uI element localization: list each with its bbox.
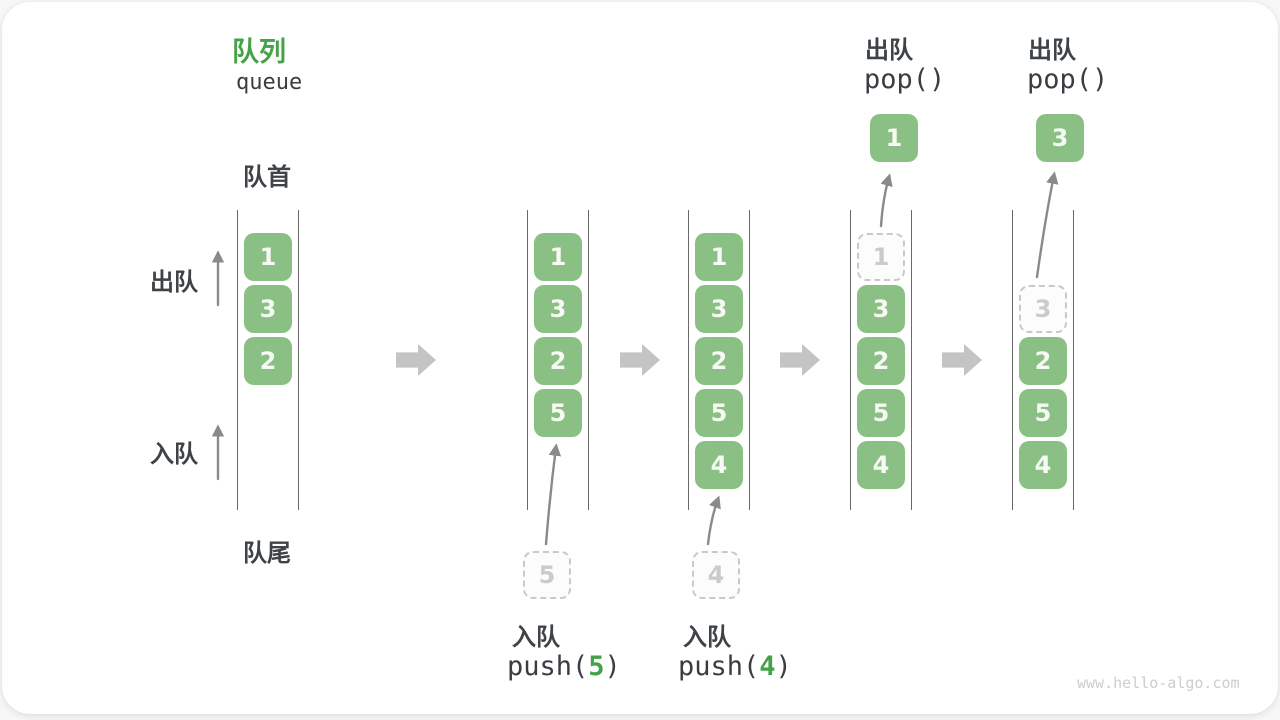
pop2-label: 出队 [1028, 36, 1076, 64]
queue-element: 1 [534, 233, 582, 281]
queue-state-5: 3 2 5 4 [1012, 210, 1074, 510]
queue-state-2: 1 3 2 5 [527, 210, 589, 510]
popped-element: 1 [870, 114, 918, 162]
queue-element: 2 [244, 337, 292, 385]
code-close: ) [775, 651, 792, 682]
label-enqueue-direction: 入队 [150, 440, 198, 468]
code-arg: 5 [588, 651, 605, 682]
label-queue-front: 队首 [243, 163, 291, 191]
queue-element: 4 [1019, 441, 1067, 489]
queue-element: 4 [695, 441, 743, 489]
queue-element: 1 [695, 233, 743, 281]
removed-element-ghost: 1 [857, 233, 905, 281]
queue-element: 4 [857, 441, 905, 489]
diagram-title-zh: 队列 [232, 37, 286, 68]
code-fn: push( [678, 651, 760, 682]
queue-element: 1 [244, 233, 292, 281]
queue-element: 3 [857, 285, 905, 333]
queue-state-3: 1 3 2 5 4 [688, 210, 750, 510]
queue-element: 2 [534, 337, 582, 385]
diagram-title-en: queue [236, 70, 303, 95]
queue-element: 2 [1019, 337, 1067, 385]
queue-element: 2 [857, 337, 905, 385]
code-arg: 4 [759, 651, 776, 682]
queue-element: 5 [857, 389, 905, 437]
staged-element-ghost: 4 [692, 551, 740, 599]
label-dequeue-direction: 出队 [150, 268, 198, 296]
code-fn: push( [507, 651, 589, 682]
queue-element: 2 [695, 337, 743, 385]
push5-code: push(5) [507, 651, 621, 682]
queue-element: 3 [534, 285, 582, 333]
code-close: ) [604, 651, 621, 682]
queue-state-1: 1 3 2 [237, 210, 299, 510]
removed-element-ghost: 3 [1019, 285, 1067, 333]
pop1-code: pop() [864, 64, 946, 95]
watermark: www.hello-algo.com [1077, 674, 1240, 692]
pop1-label: 出队 [865, 36, 913, 64]
popped-element: 3 [1036, 114, 1084, 162]
staged-element-ghost: 5 [523, 551, 571, 599]
label-queue-rear: 队尾 [243, 539, 291, 567]
pop2-code: pop() [1027, 64, 1109, 95]
queue-element: 5 [695, 389, 743, 437]
push5-label: 入队 [512, 623, 560, 651]
queue-element: 5 [1019, 389, 1067, 437]
queue-state-4: 1 3 2 5 4 [850, 210, 912, 510]
queue-element: 5 [534, 389, 582, 437]
push4-code: push(4) [678, 651, 792, 682]
push4-label: 入队 [683, 623, 731, 651]
queue-element: 3 [695, 285, 743, 333]
queue-element: 3 [244, 285, 292, 333]
